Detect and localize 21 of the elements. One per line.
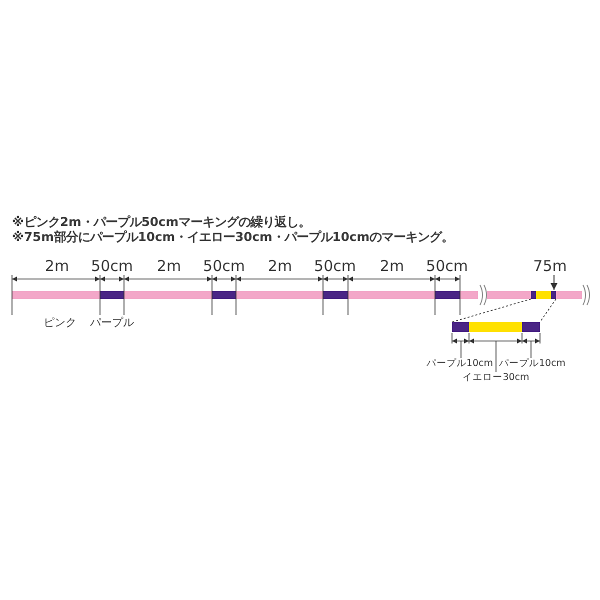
dimension-label: 50cm [314, 257, 356, 275]
dimension-label: 50cm [203, 257, 245, 275]
leader-line [530, 340, 532, 358]
part-label: パープル [90, 316, 134, 330]
callout-label: パープル10cm [426, 358, 493, 370]
note-text: ※75m部分にパープル10cm・イエロー30cm・パープル10cmのマーキング。 [12, 230, 454, 245]
callout-label: イエロー30cm [462, 372, 530, 384]
dimension-line [522, 338, 540, 344]
note-text: ※ピンク2m・パープル50cmマーキングの繰り返し。 [12, 215, 311, 230]
leader-line [460, 340, 462, 358]
dimension-label: 50cm [426, 257, 468, 275]
part-label: ピンク [44, 316, 76, 330]
dimension-line [452, 338, 470, 344]
dimension-label: 2m [156, 257, 182, 275]
callout-label: パープル10cm [499, 358, 566, 370]
dimension-label: 2m [380, 257, 404, 275]
dimension-line [468, 338, 522, 344]
dimension-label: 2m [44, 257, 70, 275]
dimension-label: 75m [533, 257, 567, 275]
dimension-label: 50cm [91, 257, 133, 275]
dimension-label: 2m [268, 257, 292, 275]
